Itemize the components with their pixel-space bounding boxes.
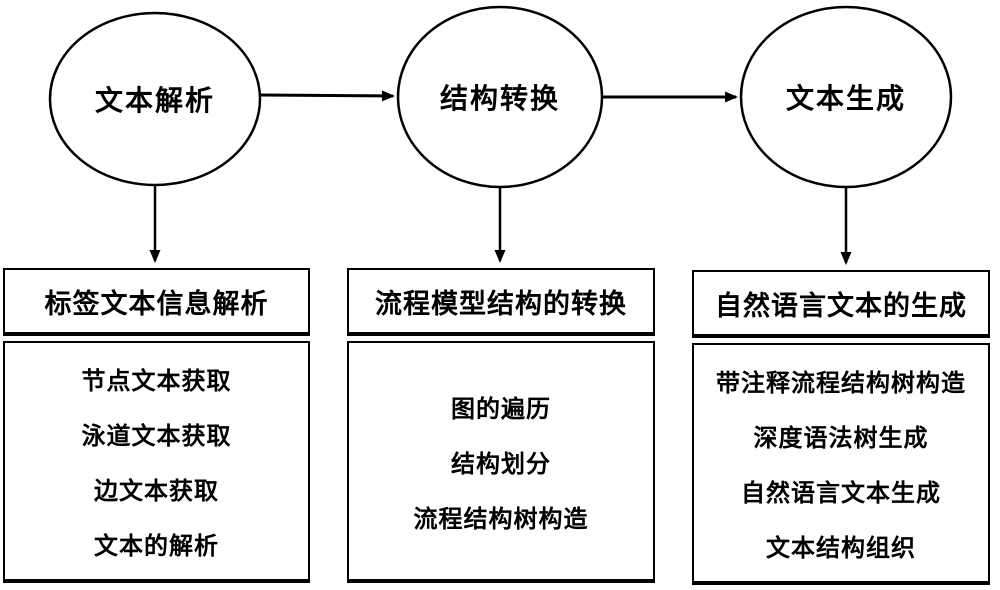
module-item: 自然语言文本生成 [741,478,941,507]
module-natural-language-generation: 自然语言文本的生成 带注释流程结构树构造 深度语法树生成 自然语言文本生成 文本… [692,270,990,585]
module-item: 文本的解析 [94,531,219,560]
module-title: 标签文本信息解析 [3,268,310,336]
module-item: 结构划分 [451,448,551,478]
module-item: 流程结构树构造 [413,503,589,533]
module-item: 图的遍历 [451,393,551,423]
arrow-parsing-to-conversion [259,90,395,102]
stage-label-text-parsing: 文本解析 [94,84,215,117]
stage-label-text-generation: 文本生成 [785,82,906,115]
module-process-structure-conversion: 流程模型结构的转换 图的遍历 结构划分 流程结构树构造 [347,268,655,583]
stage-label-structure-conversion: 结构转换 [439,82,560,115]
module-body: 带注释流程结构树构造 深度语法树生成 自然语言文本生成 文本结构组织 [692,343,990,585]
module-body: 图的遍历 结构划分 流程结构树构造 [347,341,655,583]
module-item: 泳道文本获取 [81,421,232,450]
module-item: 深度语法树生成 [753,423,929,452]
module-item: 带注释流程结构树构造 [716,368,966,397]
module-item: 文本结构组织 [766,533,916,562]
module-title: 流程模型结构的转换 [347,268,655,336]
module-item: 节点文本获取 [81,366,232,395]
module-label-text-parsing: 标签文本信息解析 节点文本获取 泳道文本获取 边文本获取 文本的解析 [3,268,310,583]
module-body: 节点文本获取 泳道文本获取 边文本获取 文本的解析 [3,341,310,583]
module-title: 自然语言文本的生成 [692,270,990,338]
module-item: 边文本获取 [94,476,219,505]
